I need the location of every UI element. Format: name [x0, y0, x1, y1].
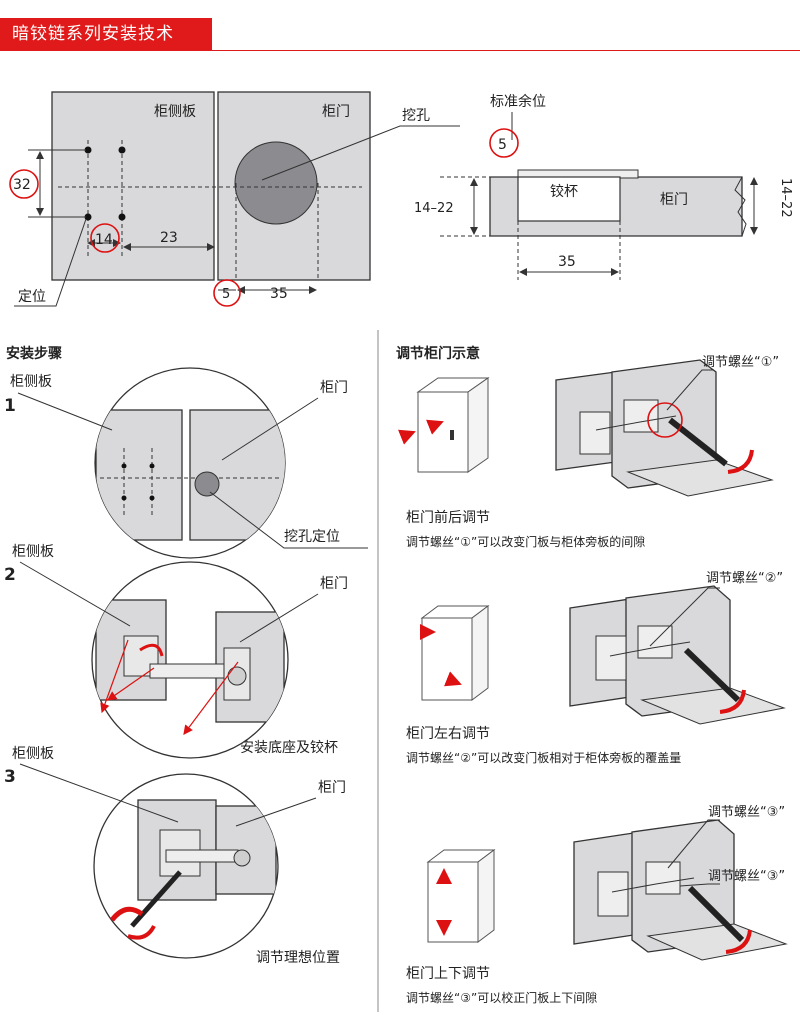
- adjust-block-1: 调节螺丝“①” 柜门前后调节 调节螺丝“①”可以改变门板与柜体旁板的间隙: [398, 355, 779, 549]
- margin-dim-highlight: [489, 128, 519, 158]
- dim-14: 14: [95, 232, 113, 248]
- dim-23: 23: [160, 230, 178, 246]
- block2-title: 柜门左右调节: [406, 726, 490, 742]
- block3-screw-label-b: 调节螺丝“③”: [708, 869, 785, 884]
- block1-title: 柜门前后调节: [406, 509, 490, 526]
- cabinet-box-3: [426, 849, 496, 943]
- margin-label: 标准余位: [490, 93, 546, 110]
- cabinet-box-2: [420, 605, 490, 701]
- step1-number: 1: [4, 396, 16, 416]
- block3-title: 柜门上下调节: [406, 966, 490, 982]
- block2-desc: 调节螺丝“②”可以改变门板相对于柜体旁板的覆盖量: [406, 750, 681, 765]
- section-diagram: 标准余位 5 铰杯 柜门 14–22 14–22 35: [414, 93, 793, 280]
- drilling-diagram: 柜侧板 柜门 32 14 23 5 35 挖孔 定位: [9, 91, 460, 307]
- step1-cabinet-label: 柜侧板: [10, 374, 52, 390]
- dim-left: 14–22: [414, 201, 454, 216]
- cabinet-box-1: [398, 377, 490, 473]
- title-banner: 暗铰链系列安装技术: [0, 18, 212, 50]
- cabinet-side-panel: [51, 91, 215, 281]
- install-heading: 安装步骤: [6, 345, 62, 362]
- step2-door-label: 柜门: [320, 576, 348, 592]
- dim-14-highlight: [90, 223, 120, 253]
- adjust-heading: 调节柜门示意: [396, 345, 480, 362]
- block1-desc: 调节螺丝“①”可以改变门板与柜体旁板的间隙: [406, 534, 645, 549]
- hinge-illustration-1: [555, 359, 774, 497]
- section-door-label: 柜门: [660, 192, 688, 208]
- hole-label: 挖孔: [402, 108, 430, 124]
- title-rule: [0, 50, 800, 51]
- step1-caption: 挖孔定位: [284, 529, 340, 545]
- step3-number: 3: [4, 767, 16, 787]
- block1-screw-label: 调节螺丝“①”: [702, 355, 779, 370]
- block3-screw-label-a: 调节螺丝“③”: [708, 805, 785, 820]
- dim-35: 35: [270, 286, 288, 302]
- position-label: 定位: [18, 289, 46, 305]
- install-step-2: 2 柜侧板 柜门 安装底座及铰杯: [4, 544, 348, 759]
- install-step-1: 1 柜侧板 柜门 挖孔定位: [4, 367, 368, 559]
- dim-5-highlight: [213, 279, 241, 307]
- dim-5: 5: [222, 287, 230, 302]
- step2-number: 2: [4, 565, 16, 585]
- block2-screw-label: 调节螺丝“②”: [706, 571, 783, 586]
- door-label: 柜门: [322, 104, 350, 120]
- step3-cabinet-label: 柜侧板: [12, 746, 54, 762]
- section-dim-35: 35: [558, 254, 576, 270]
- margin-dim: 5: [498, 137, 507, 153]
- step1-door-label: 柜门: [320, 380, 348, 396]
- step2-cabinet-label: 柜侧板: [12, 544, 54, 560]
- banner-title: 暗铰链系列安装技术: [12, 24, 174, 44]
- dim-32: 32: [13, 177, 31, 193]
- hinge-illustration-2: [569, 585, 786, 725]
- dim-32-highlight: [9, 169, 39, 199]
- cup-recess: [517, 176, 621, 222]
- cup-hole: [234, 141, 318, 225]
- cup-label: 铰杯: [550, 184, 578, 200]
- adjust-block-3: 调节螺丝“③” 调节螺丝“③” 柜门上下调节 调节螺丝“③”可以校正门板上下间隙: [406, 805, 788, 1005]
- step3-caption: 调节理想位置: [256, 950, 340, 966]
- install-step-3: 3 柜侧板 柜门 调节理想位置: [4, 746, 346, 966]
- adjust-block-2: 调节螺丝“②” 柜门左右调节 调节螺丝“②”可以改变门板相对于柜体旁板的覆盖量: [406, 571, 786, 765]
- hinge-illustration-3: [573, 819, 788, 961]
- block3-desc: 调节螺丝“③”可以校正门板上下间隙: [406, 990, 597, 1005]
- cabinet-side-label: 柜侧板: [154, 104, 196, 120]
- step3-door-label: 柜门: [318, 780, 346, 796]
- step2-caption: 安装底座及铰杯: [240, 740, 338, 756]
- dim-right: 14–22: [778, 178, 793, 218]
